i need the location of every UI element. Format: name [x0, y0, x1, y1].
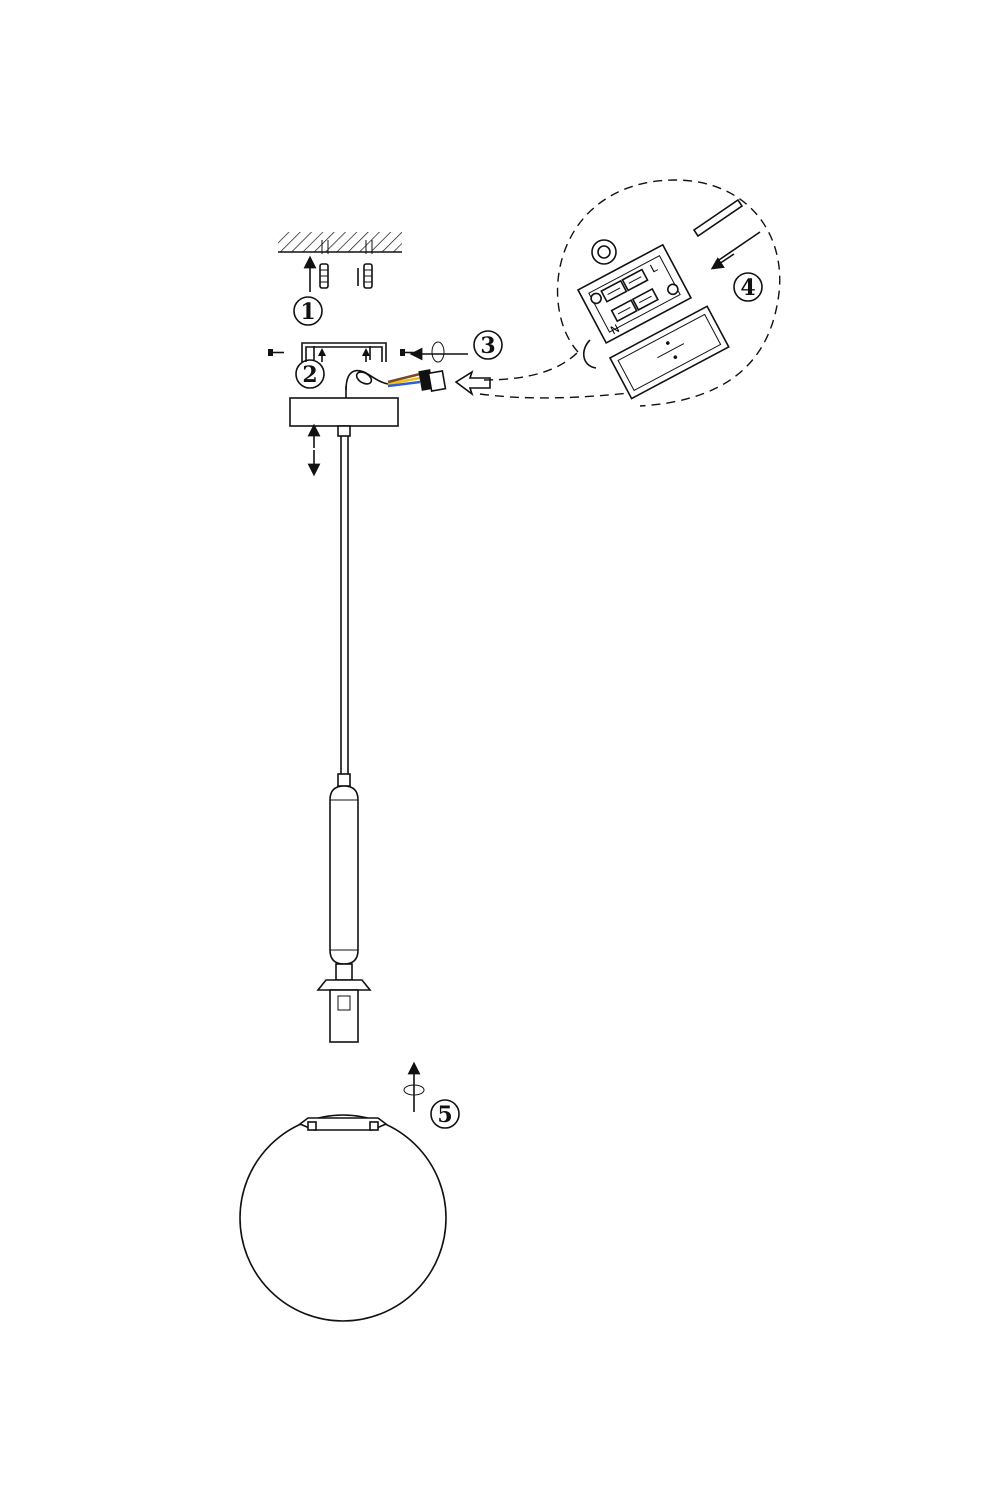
step-5-badge: 5 [430, 1099, 460, 1129]
step-3-badge: 3 [473, 330, 503, 360]
glass-globe [239, 1114, 447, 1322]
step-2-label: 2 [302, 362, 317, 388]
step-5-label: 5 [437, 1102, 452, 1128]
terminal-detail: L N [556, 179, 781, 407]
suspension-rod [337, 425, 351, 787]
detail-callout-lines [479, 351, 641, 399]
step-3-label: 3 [480, 333, 495, 359]
lamp-body [316, 785, 372, 1043]
screwdriver-icon [692, 198, 761, 270]
step-4-label: 4 [740, 275, 755, 301]
step-4-badge: 4 [733, 272, 763, 302]
step-2-badge: 2 [295, 359, 325, 389]
ceiling [278, 232, 402, 254]
screw-icon [268, 349, 414, 356]
detail-pointer-arrow [454, 370, 491, 397]
arrow-up-icon [403, 1061, 425, 1112]
step-1-label: 1 [300, 299, 315, 325]
step-1-badge: 1 [293, 296, 323, 326]
wall-plugs [303, 255, 373, 292]
canopy [289, 369, 447, 427]
rotate-icon [409, 341, 468, 363]
mounting-bracket [301, 342, 387, 362]
